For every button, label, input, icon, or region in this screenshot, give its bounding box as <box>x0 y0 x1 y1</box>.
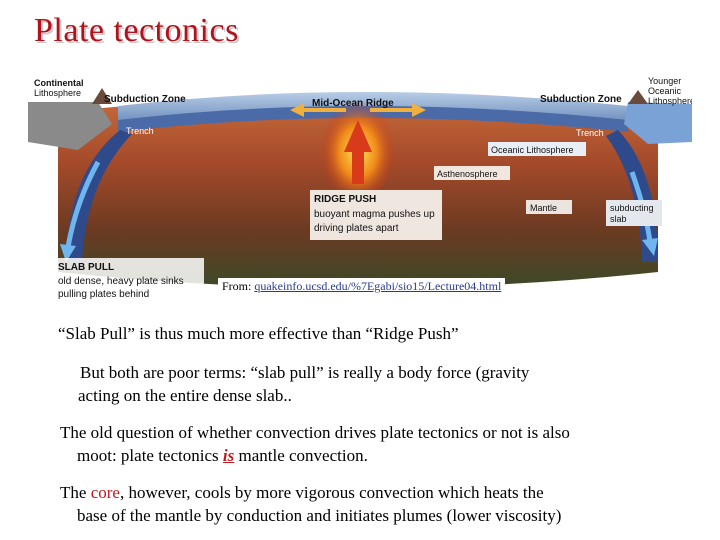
label-younger-line3: Lithosphere <box>648 96 692 106</box>
left-subducting-slab <box>66 130 132 262</box>
paragraph-core-convection: The core, however, cools by more vigorou… <box>60 481 700 527</box>
label-box-subducting-slab <box>606 200 662 226</box>
label-trench-left: Trench <box>126 126 154 136</box>
source-link[interactable]: quakeinfo.ucsd.edu/%7Egabi/sio15/Lecture… <box>254 279 502 293</box>
label-slab-pull-desc-1: old dense, heavy plate sinks <box>58 276 184 287</box>
p3-line2a: moot: plate tectonics <box>77 446 223 465</box>
ridge-push-left-arrowhead <box>290 103 304 117</box>
p4-line2: base of the mantle by conduction and ini… <box>77 506 562 525</box>
label-slab-pull-desc-2: pulling plates behind <box>58 289 149 300</box>
figure-source: From: quakeinfo.ucsd.edu/%7Egabi/sio15/L… <box>218 278 506 295</box>
slab-pull-box <box>54 258 204 302</box>
p3-is-emphasis: is <box>222 446 235 465</box>
paragraph-slab-pull: “Slab Pull” is thus much more effective … <box>58 324 459 343</box>
label-oceanic-lithosphere: Oceanic Lithosphere <box>491 145 574 155</box>
label-mantle: Mantle <box>530 203 557 213</box>
label-subducting-slab-1: subducting <box>610 203 654 213</box>
label-asthenosphere: Asthenosphere <box>437 169 498 179</box>
right-subducting-slab <box>606 130 658 262</box>
label-ridge-push-desc-1: buoyant magma pushes up <box>314 209 435 220</box>
label-subduction-left: Subduction Zone <box>104 94 186 105</box>
label-ridge-push-desc-2: driving plates apart <box>314 223 399 234</box>
plate-tectonics-diagram: Continental Lithosphere Subduction Zone … <box>28 72 692 304</box>
label-ridge-push-title: RIDGE PUSH <box>314 194 376 205</box>
label-trench-right: Trench <box>576 128 604 138</box>
paragraph-convection-question: The old question of whether convection d… <box>60 421 680 467</box>
label-subducting-slab-2: slab <box>610 214 627 224</box>
p2-line1: But both are poor terms: “slab pull” is … <box>80 363 530 382</box>
label-box-mantle <box>526 200 572 214</box>
left-volcano-icon <box>92 88 112 104</box>
right-continent <box>624 102 692 144</box>
paragraph-poor-terms: But both are poor terms: “slab pull” is … <box>78 361 640 407</box>
label-younger-line1: Younger <box>648 76 681 86</box>
slab-pull-arrowhead-left <box>60 244 76 262</box>
p2-line2: acting on the entire dense slab.. <box>78 386 292 405</box>
p3-line1: The old question of whether convection d… <box>60 423 570 442</box>
ridge-push-up-arrow <box>344 120 372 184</box>
p4-a: The <box>60 483 91 502</box>
right-volcano-icon <box>628 90 648 104</box>
source-prefix: From: <box>222 279 255 293</box>
p4-core-word: core <box>90 483 120 502</box>
ridge-push-right-arrowhead <box>412 103 426 117</box>
oceanic-lithosphere-plate <box>118 106 628 132</box>
label-younger-line2: Oceanic <box>648 86 682 96</box>
slide-title: Plate tectonics <box>34 12 239 49</box>
p3-line2b: mantle convection. <box>234 446 368 465</box>
label-slab-pull-title: SLAB PULL <box>58 262 114 273</box>
p3-line2: moot: plate tectonics is mantle convecti… <box>60 444 680 467</box>
label-box-asthenosphere <box>434 166 510 180</box>
diagram-svg: Continental Lithosphere Subduction Zone … <box>28 76 692 302</box>
label-continental-line2: Lithosphere <box>34 88 81 98</box>
label-mid-ocean-ridge: Mid-Ocean Ridge <box>312 98 394 109</box>
label-subduction-right: Subduction Zone <box>540 94 622 105</box>
ridge-push-box <box>310 190 442 240</box>
left-continent <box>28 102 112 150</box>
slab-pull-arrowhead-right <box>642 238 658 256</box>
slab-pull-arrow-left <box>65 160 101 248</box>
label-box-oceanic <box>488 142 586 156</box>
p4-b: , however, cools by more vigorous convec… <box>119 483 544 502</box>
label-continental-line1: Continental <box>34 78 84 88</box>
